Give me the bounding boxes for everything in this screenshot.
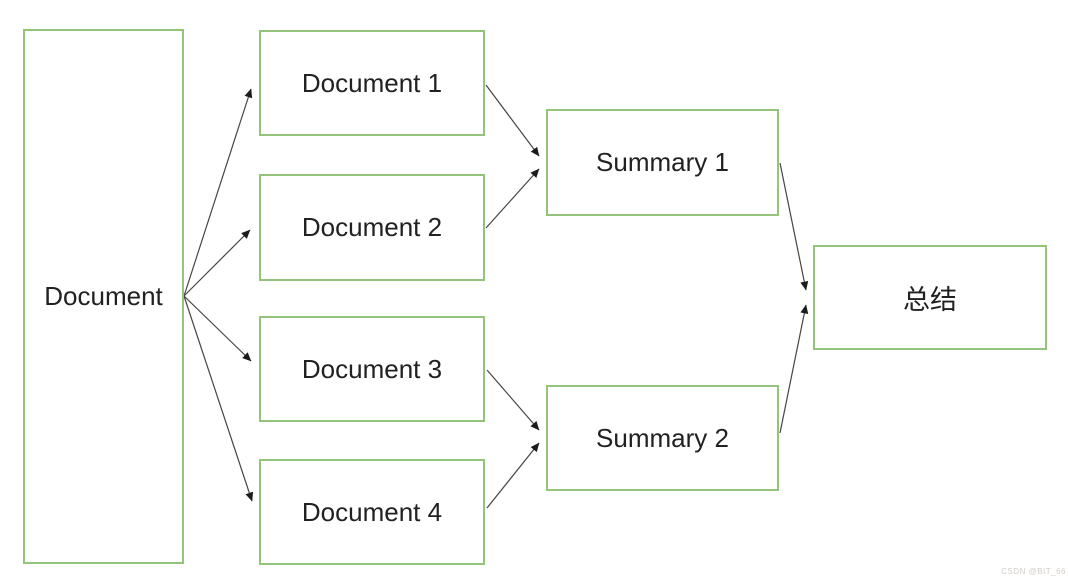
edge-document-1-to-summary-1 — [485, 84, 540, 157]
edge-summary-1-to-final — [779, 162, 809, 291]
node-document-1: Document 1 — [259, 30, 485, 136]
node-final-summary-label: 总结 — [903, 285, 957, 315]
node-document-3: Document 3 — [259, 316, 485, 422]
node-summary-1: Summary 1 — [546, 109, 779, 216]
node-final-summary: 总结 — [813, 245, 1047, 350]
edge-document-to-document-1 — [183, 88, 253, 297]
node-summary-2: Summary 2 — [546, 385, 779, 491]
node-document-4-label: Document 4 — [301, 496, 443, 527]
edge-document-to-document-3 — [183, 295, 252, 362]
edge-document-to-document-4 — [183, 295, 254, 502]
node-summary-2-label: Summary 2 — [596, 422, 729, 453]
node-document-4: Document 4 — [259, 459, 485, 565]
node-document-2: Document 2 — [259, 174, 485, 281]
edge-document-3-to-summary-2 — [486, 369, 540, 431]
watermark: CSDN @BIT_66 — [1001, 567, 1066, 576]
edge-summary-2-to-final — [779, 304, 809, 434]
edge-document-to-document-2 — [183, 229, 251, 297]
node-document: Document — [23, 29, 184, 564]
node-summary-1-label: Summary 1 — [596, 147, 729, 177]
node-document-3-label: Document 3 — [301, 353, 443, 384]
node-document-2-label: Document 2 — [301, 212, 443, 242]
edge-document-2-to-summary-1 — [485, 168, 540, 229]
edge-document-4-to-summary-2 — [486, 442, 540, 509]
node-document-label: Document — [44, 281, 163, 311]
node-document-1-label: Document 1 — [301, 67, 443, 98]
